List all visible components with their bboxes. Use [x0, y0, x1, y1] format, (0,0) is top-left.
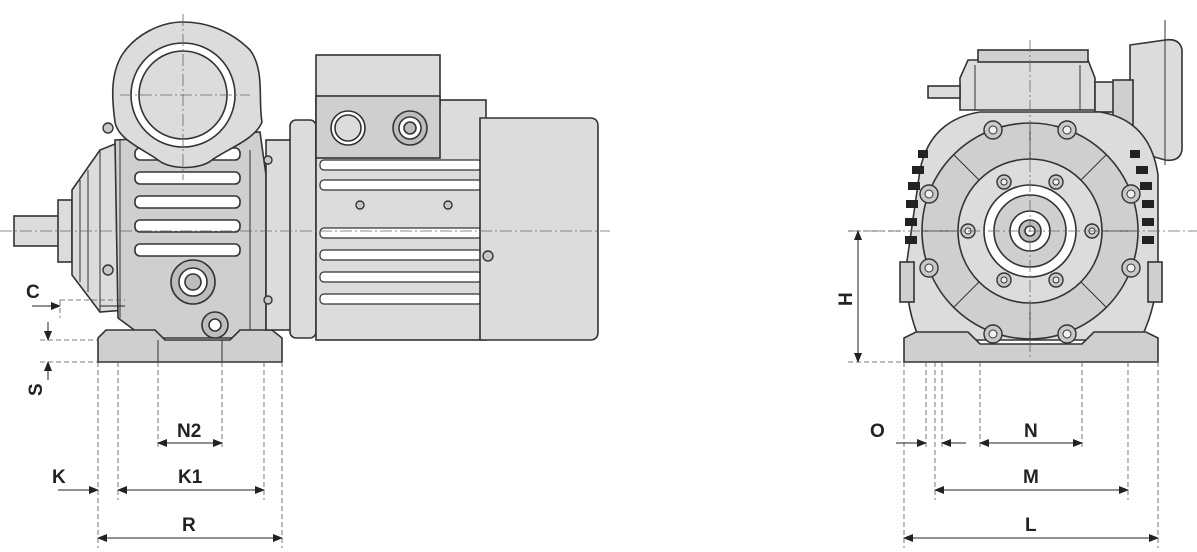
dimension-s-label: S	[26, 383, 47, 396]
outer-bolts	[919, 120, 1141, 344]
cooling-fins	[905, 150, 1154, 244]
dimension-m: M	[934, 467, 1129, 494]
dimension-n2: N2	[157, 421, 223, 447]
dimension-h-label: H	[836, 292, 857, 306]
dimension-l: L	[903, 515, 1159, 542]
dimension-l-label: L	[1025, 515, 1037, 536]
dimension-k: K	[52, 467, 99, 494]
dimension-n: N	[979, 421, 1083, 447]
side-view: C S N2 K K1 R	[0, 14, 610, 548]
dimension-o-label: O	[870, 421, 885, 442]
dimension-h: H	[836, 230, 862, 363]
dimension-n-label: N	[1024, 421, 1038, 442]
dimension-k1-label: K1	[178, 467, 203, 488]
front-base	[903, 331, 1159, 363]
dimension-k-label: K	[52, 467, 66, 488]
motor-flange	[263, 119, 317, 339]
front-circular-housing	[899, 111, 1163, 344]
dimension-o: O	[870, 421, 966, 447]
dimension-n2-label: N2	[177, 421, 201, 442]
gearbox-base	[97, 329, 283, 363]
dimension-m-label: M	[1023, 467, 1039, 488]
dimension-k1: K1	[117, 467, 265, 494]
dimension-c: C	[26, 282, 125, 310]
dimension-s: S	[26, 322, 52, 396]
front-top-housing	[927, 49, 1130, 113]
motor-body	[315, 54, 599, 341]
dimension-r-label: R	[182, 515, 196, 536]
dimension-r: R	[97, 515, 283, 542]
dimension-c-label: C	[26, 282, 40, 303]
front-view: H O N M L	[836, 20, 1197, 548]
